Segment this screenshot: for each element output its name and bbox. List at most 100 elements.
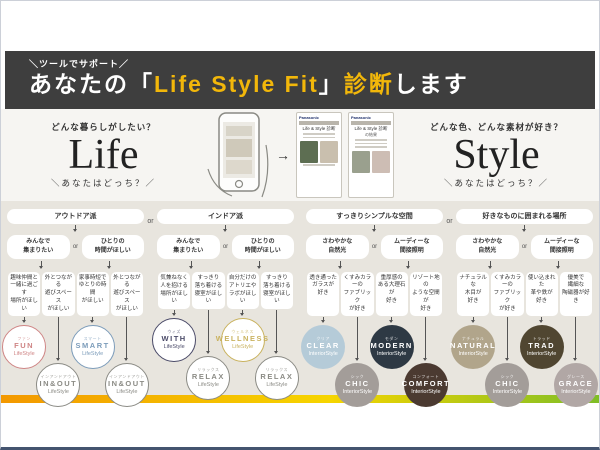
down-arrow-icon [487,260,492,269]
life-subtitle: ＼あなたはどっち？／ [50,178,156,189]
preference-box: すっきり 落ち着ける 寝室がほしい [192,272,225,310]
branch-arrows [157,260,294,271]
preference-box: くすみカラーの ファブリック が好き [491,271,524,317]
life-question: どんな暮らしがしたい？ [51,121,156,132]
text-line [302,164,336,166]
leaf-row: ナチュラルな 木目が 好きくすみカラーの ファブリック が好き使い込まれた 革や… [456,271,593,317]
result-name: CHIC [345,379,370,389]
hand-phone-sketch-icon [207,112,269,198]
branch-pill: みんなで 集まりたい [157,235,220,260]
or-label: or [371,243,378,250]
preference-box: リゾート地の ような空間が 好き [409,271,442,317]
result-name: CHIC [495,379,520,389]
connector-line [274,310,279,355]
connector-line [21,317,26,324]
banner-title-part: 診断 [343,71,394,97]
or-label: or [72,243,79,250]
connector-line [423,317,428,362]
result-kana: ウェルネス [231,328,254,334]
down-arrow-icon [522,225,526,232]
banner-title-part: あなたの [29,71,129,97]
text-line [354,142,388,144]
app-nav-bar [351,121,391,125]
preference-box: 気兼ねなく 人を招ける 場所がほしい [158,272,191,310]
branch-arrows [306,260,443,271]
branch-pill: みんなで 集まりたい [7,234,70,259]
category-pill: すっきりシンプルな空間 [306,209,443,224]
down-arrow-icon [257,261,262,270]
preference-box: 外とつながる 遊びスペース がほしい [42,271,75,317]
connector-line [205,310,210,355]
result-sub: LifeStyle [116,388,138,395]
style-header: どんな色、どんな素材が好き？ Style ＼あなたはどっち？／ [394,121,599,189]
text-line [354,146,388,148]
result-sub: InteriorStyle [492,388,523,395]
banner-title-part: 」 [318,71,344,97]
result-sub: InteriorStyle [458,350,488,357]
result-sub: LifeStyle [266,381,288,388]
preference-box: 外とつながる 遊びスペース がほしい [110,271,143,317]
life-header: どんな暮らしがしたい？ Life ＼あなたはどっち？／ [1,121,206,189]
down-arrow-icon [73,225,77,232]
arrow-slot [226,260,295,271]
branch-pill: さわやかな 自然光 [306,234,369,259]
result-kana: モダン [384,336,399,342]
connector-line [573,317,578,362]
result-kana: インアンドアウト [108,374,145,380]
preference-box: 優美で 繊細な 陶磁器が好き [559,271,592,317]
or-label: or [446,218,453,225]
category-pill: アウトドア派 [7,209,144,224]
or-label: or [521,243,528,250]
result-kana: シック [350,374,365,380]
result-kana: シック [500,374,515,380]
result-name: NATURAL [450,341,497,351]
preference-box: 自分だけの アトリエや ラボがほしい [226,272,259,310]
result-kana: インアンドアウト [40,374,77,380]
arrow-right-icon: → [276,147,290,163]
result-name: TRAD [528,341,556,351]
leaf-row: 気兼ねなく 人を招ける 場所がほしいすっきり 落ち着ける 寝室がほしい自分だけの… [157,272,294,310]
result-sub: LifeStyle [232,343,254,350]
connector-line [389,317,394,324]
result-sub: InteriorStyle [561,388,591,395]
arrow-slot [7,260,76,271]
result-name: WELLNESS [215,333,270,343]
connector-line [90,317,95,324]
result-kana: グレース [566,374,585,380]
down-arrow-icon [372,225,376,232]
life-word: Life [68,131,139,178]
result-name: SMART [75,341,110,351]
phone-illustrations: → Panasonic Life & Style 診断 Panasonic Li… [206,111,394,199]
result-kana: リラックス [197,366,220,372]
result-sub: LifeStyle [197,381,219,388]
preference-box: ナチュラルな 木目が 好き [457,271,490,317]
result-kana: スマート [83,336,102,342]
result-name: IN&OUT [108,379,146,389]
banner-title-part: します [393,71,469,97]
top-margin [1,1,599,51]
style-question: どんな色、どんな素材が好き？ [429,121,563,132]
result-sub: LifeStyle [13,350,35,357]
thumbnail-row [300,141,338,163]
preference-box: 家事時短で ゆとりの時間 がほしい [76,271,109,317]
app-nav-bar [299,121,339,125]
result-kana: ファン [17,336,31,342]
result-name: FUN [14,341,35,351]
result-name: GRACE [558,379,594,389]
result-name: RELAX [191,371,225,381]
arrow-slot [525,260,594,271]
app-title: Life & Style 診断 [354,126,388,131]
